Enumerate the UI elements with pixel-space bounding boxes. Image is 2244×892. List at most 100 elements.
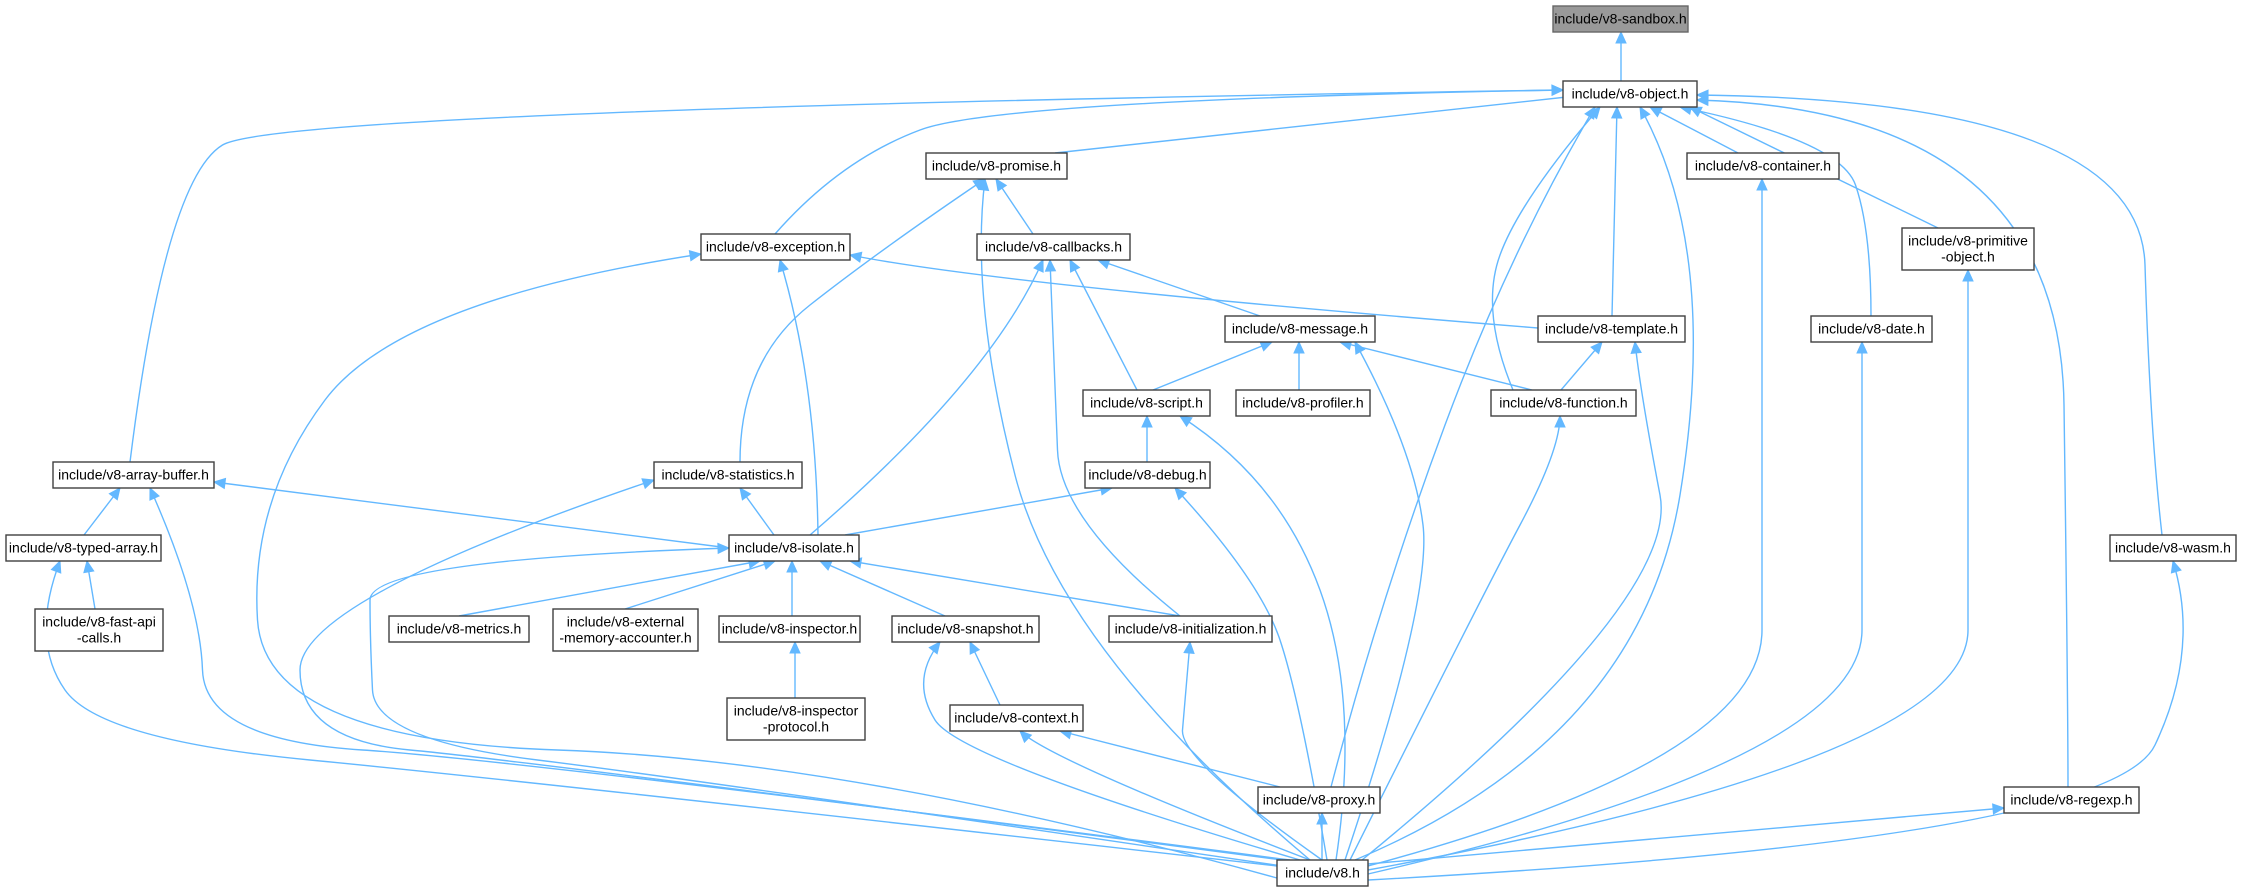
node-box[interactable] [52, 461, 215, 489]
node-inspector[interactable]: include/v8-inspector.h [718, 615, 861, 643]
edge-statistics-to-promise [739, 178, 987, 463]
node-box[interactable] [1552, 5, 1689, 33]
node-inspectorprotocol[interactable]: include/v8-inspector-protocol.h [726, 697, 866, 741]
node-wasm[interactable]: include/v8-wasm.h [2109, 534, 2237, 562]
node-box[interactable] [2109, 534, 2237, 562]
node-box[interactable] [1490, 389, 1637, 417]
edges-layer [45, 30, 2184, 881]
node-box[interactable] [728, 534, 860, 562]
node-profiler[interactable]: include/v8-profiler.h [1235, 389, 1371, 417]
node-snapshot[interactable]: include/v8-snapshot.h [891, 615, 1040, 643]
arrow-head-icon [928, 641, 941, 655]
arrow-head-icon [1141, 414, 1153, 428]
node-box[interactable] [552, 608, 699, 652]
edge-line [844, 487, 1113, 536]
edge-line [129, 89, 1564, 463]
node-box[interactable] [1084, 461, 1211, 489]
edge-line [1611, 106, 1618, 317]
node-v8[interactable]: include/v8.h [1276, 859, 1369, 887]
edge-isolate-to-callbacks [809, 258, 1044, 536]
node-primitive[interactable]: include/v8-primitive-object.h [1901, 227, 2035, 271]
node-template[interactable]: include/v8-template.h [1537, 315, 1686, 343]
node-callbacks[interactable]: include/v8-callbacks.h [976, 233, 1131, 261]
node-box[interactable] [1224, 315, 1376, 343]
node-box[interactable] [388, 615, 530, 643]
edge-line [1367, 342, 1863, 875]
node-box[interactable] [34, 608, 164, 652]
node-function[interactable]: include/v8-function.h [1490, 389, 1637, 417]
node-metrics[interactable]: include/v8-metrics.h [388, 615, 530, 643]
node-debug[interactable]: include/v8-debug.h [1084, 461, 1211, 489]
edge-initialization-to-isolate [848, 557, 1181, 617]
node-label: include/v8.h [1285, 865, 1360, 881]
node-statistics[interactable]: include/v8-statistics.h [653, 461, 803, 489]
node-box[interactable] [700, 233, 851, 261]
node-sandbox[interactable]: include/v8-sandbox.h [1552, 5, 1689, 33]
node-box[interactable] [949, 704, 1084, 732]
node-box[interactable] [653, 461, 803, 489]
arrow-head-icon [1590, 341, 1603, 355]
arrow-head-icon [1615, 30, 1627, 44]
arrow-head-icon [739, 487, 752, 501]
node-box[interactable] [1235, 389, 1371, 417]
node-object[interactable]: include/v8-object.h [1562, 80, 1698, 108]
node-regexp[interactable]: include/v8-regexp.h [2003, 786, 2140, 814]
node-initialization[interactable]: include/v8-initialization.h [1108, 615, 1273, 643]
arrow-head-icon [848, 251, 863, 263]
edge-line [1054, 94, 1586, 154]
node-label: include/v8-typed-array.h [9, 540, 158, 556]
edge-line [849, 560, 1181, 617]
node-box[interactable] [5, 534, 162, 562]
edge-line [1696, 99, 2069, 788]
node-box[interactable] [1276, 859, 1369, 887]
node-label: include/v8-wasm.h [2115, 540, 2231, 556]
node-label: include/v8-isolate.h [734, 540, 854, 556]
node-date[interactable]: include/v8-date.h [1810, 315, 1933, 343]
node-box[interactable] [1082, 389, 1211, 417]
node-box[interactable] [1537, 315, 1686, 343]
arrow-head-icon [50, 559, 62, 574]
node-box[interactable] [1108, 615, 1273, 643]
node-label: include/v8-script.h [1090, 395, 1203, 411]
node-box[interactable] [1901, 227, 2035, 271]
node-box[interactable] [976, 233, 1131, 261]
node-arraybuffer[interactable]: include/v8-array-buffer.h [52, 461, 215, 489]
node-container[interactable]: include/v8-container.h [1686, 152, 1840, 180]
node-box[interactable] [925, 152, 1068, 180]
edge-v8-to-initialization [1181, 640, 1323, 861]
node-label: include/v8-promise.h [932, 158, 1061, 174]
edge-line [923, 641, 1301, 861]
node-label: include/v8-statistics.h [661, 467, 794, 483]
node-box[interactable] [718, 615, 861, 643]
edge-v8-to-message [1344, 340, 1425, 861]
edge-line [1354, 106, 1695, 861]
edge-v8-to-template [1361, 340, 1662, 861]
node-context[interactable]: include/v8-context.h [949, 704, 1084, 732]
edge-line [1361, 341, 1662, 861]
edge-line [1069, 259, 1138, 391]
arrow-head-icon [1174, 487, 1188, 501]
node-box[interactable] [1810, 315, 1933, 343]
node-script[interactable]: include/v8-script.h [1082, 389, 1211, 417]
edge-snapshot-to-isolate [818, 560, 946, 617]
node-label: include/v8-primitive [1908, 233, 2028, 249]
node-typedarray[interactable]: include/v8-typed-array.h [5, 534, 162, 562]
node-exception[interactable]: include/v8-exception.h [700, 233, 851, 261]
node-isolate[interactable]: include/v8-isolate.h [728, 534, 860, 562]
node-external[interactable]: include/v8-external-memory-accounter.h [552, 608, 699, 652]
edge-v8-to-primitive [1367, 268, 1974, 871]
node-fastapi[interactable]: include/v8-fast-api-calls.h [34, 608, 164, 652]
node-label: include/v8-snapshot.h [897, 621, 1033, 637]
node-message[interactable]: include/v8-message.h [1224, 315, 1376, 343]
node-box[interactable] [891, 615, 1040, 643]
node-box[interactable] [726, 697, 866, 741]
node-box[interactable] [1686, 152, 1840, 180]
node-proxy[interactable]: include/v8-proxy.h [1257, 786, 1381, 814]
node-box[interactable] [1257, 786, 1381, 814]
node-box[interactable] [1562, 80, 1698, 108]
edge-line [809, 259, 1044, 536]
arrow-head-icon [1044, 258, 1057, 272]
node-box[interactable] [2003, 786, 2140, 814]
node-promise[interactable]: include/v8-promise.h [925, 152, 1068, 180]
edge-v8-to-typedarray [45, 559, 1278, 867]
